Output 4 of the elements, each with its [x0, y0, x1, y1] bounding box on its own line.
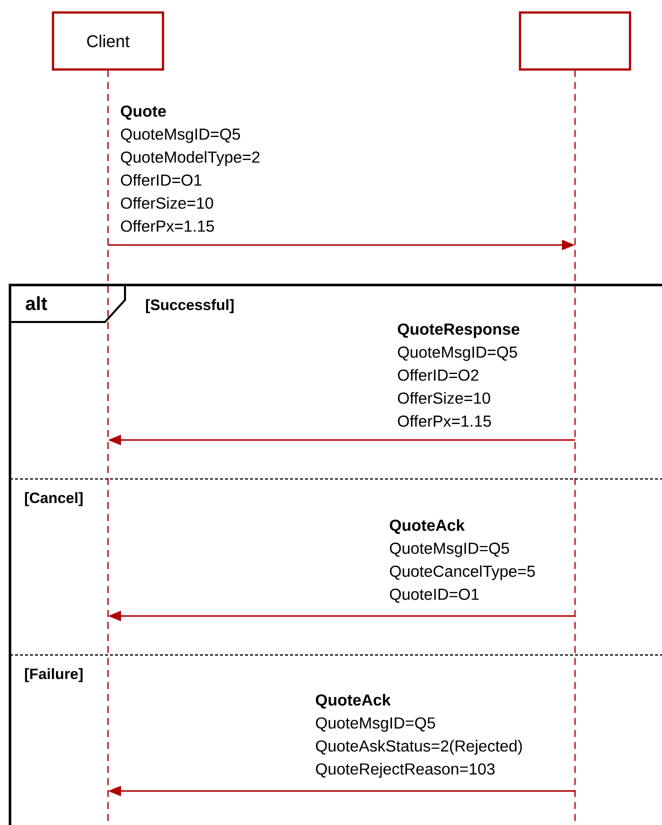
message-label: QuoteAck QuoteMsgID=Q5 QuoteCancelType=5 QuoteID=O1 — [390, 519, 535, 603]
message-label: QuoteResponse QuoteMsgID=Q5 OfferID=O2 OfferSize=10 OfferPx=1.15 — [398, 323, 520, 427]
message-label: QuoteAck QuoteMsgID=Q5 QuoteAskStatus=2(Rejected) QuoteRejectReason=103 — [316, 694, 522, 778]
operator-tab: alt — [10, 284, 126, 323]
